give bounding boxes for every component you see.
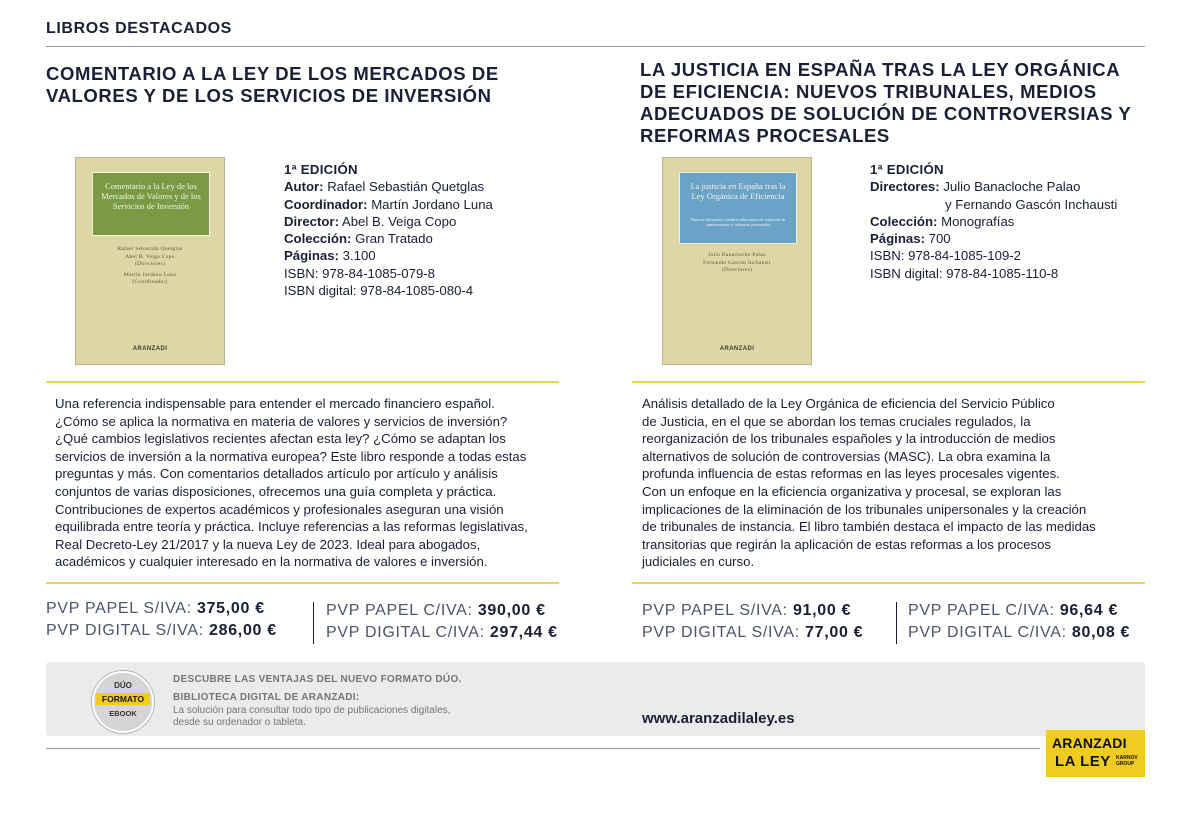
book-2-cover-panel: La justicia en España tras la Ley Orgáni… <box>679 172 797 244</box>
book-2-price-papel-sin: PVP PAPEL S/IVA: 91,00 € <box>642 602 852 619</box>
top-divider <box>46 46 1145 47</box>
book-1-meta: 1ª EDICIÓN Autor: Rafael Sebastián Quetg… <box>284 161 574 299</box>
aranzadi-laley-logo: ARANZADI LA LEY KARNOV GROUP <box>1046 730 1145 777</box>
book-2-cover-subtitle: Nuevos tribunales, medios adecuados de s… <box>690 217 786 227</box>
book-1-isbn-digital: ISBN digital: 978-84-1085-080-4 <box>284 283 474 299</box>
book-1-collection: Colección: Gran Tratado <box>284 231 433 247</box>
book-2-cover-authors: Julio Banacloche Palao Fernando Gascón I… <box>703 252 771 273</box>
book-1-title[interactable]: COMENTARIO A LA LEY DE LOS MERCADOS DE V… <box>46 63 499 106</box>
book-2-isbn: ISBN: 978-84-1085-109-2 <box>870 248 1022 264</box>
duo-badge-icon: DÚO FORMATO EBOOK <box>92 671 154 733</box>
book-1-isbn: ISBN: 978-84-1085-079-8 <box>284 265 436 281</box>
book-1-rule-bottom <box>46 582 559 584</box>
book-2-title[interactable]: LA JUSTICIA EN ESPAÑA TRAS LA LEY ORGÁNI… <box>640 59 1132 146</box>
book-1-cover[interactable]: Comentario a la Ley de los Mercados de V… <box>75 157 225 365</box>
book-1-cover-authors: Rafael Sebastián Quetglas Abel B. Veiga … <box>117 246 183 285</box>
book-2-price-digital-sin: PVP DIGITAL S/IVA: 77,00 € <box>642 624 864 641</box>
book-1-coordinator: Coordinador: Martín Jordano Luna <box>284 196 493 212</box>
book-2-cover-brand: ARANZADI <box>719 346 755 352</box>
duo-subheading: BIBLIOTECA DIGITAL DE ARANZADI: <box>173 692 360 703</box>
book-1-rule-top <box>46 381 559 383</box>
book-1-director: Director: Abel B. Veiga Copo <box>284 213 457 229</box>
book-2-prices-sin-iva: PVP PAPEL S/IVA: 91,00 € PVP DIGITAL S/I… <box>642 600 897 644</box>
book-1-pages: Páginas: 3.100 <box>284 248 376 264</box>
book-2-directors: Directores: Julio Banacloche Palao <box>870 179 1081 195</box>
duo-text: La solución para consultar todo tipo de … <box>173 705 451 728</box>
book-1-price-digital-con: PVP DIGITAL C/IVA: 297,44 € <box>326 624 558 641</box>
book-1-prices-sin-iva: PVP PAPEL S/IVA: 375,00 € PVP DIGITAL S/… <box>46 598 311 642</box>
duo-banner <box>46 662 1145 736</box>
book-2-pages: Páginas: 700 <box>870 231 951 247</box>
book-1-edition: 1ª EDICIÓN <box>284 162 358 177</box>
book-2-rule-bottom <box>632 582 1145 584</box>
book-2-price-separator <box>896 602 897 644</box>
book-1-author: Autor: Rafael Sebastián Quetglas <box>284 179 485 195</box>
book-2-price-papel-con: PVP PAPEL C/IVA: 96,64 € <box>908 602 1119 619</box>
book-2-directors-cont: y Fernando Gascón Inchausti <box>945 196 1118 212</box>
book-2-edition: 1ª EDICIÓN <box>870 162 944 177</box>
book-2-isbn-digital: ISBN digital: 978-84-1085-110-8 <box>870 265 1059 281</box>
book-1-price-papel-con: PVP PAPEL C/IVA: 390,00 € <box>326 602 546 619</box>
book-1-price-digital-sin: PVP DIGITAL S/IVA: 286,00 € <box>46 622 277 639</box>
book-2-description: Análisis detallado de la Ley Orgánica de… <box>642 396 1096 570</box>
section-title: LIBROS DESTACADOS <box>46 20 232 37</box>
book-1-cover-title: Comentario a la Ley de los Mercados de V… <box>101 181 201 211</box>
book-1-price-papel-sin: PVP PAPEL S/IVA: 375,00 € <box>46 600 265 617</box>
book-2-meta: 1ª EDICIÓN Directores: Julio Banacloche … <box>870 161 1145 282</box>
book-2-rule-top <box>632 381 1145 383</box>
book-1-cover-panel: Comentario a la Ley de los Mercados de V… <box>92 172 210 236</box>
book-2-cover-title: La justicia en España tras la Ley Orgáni… <box>690 181 786 201</box>
bottom-divider <box>46 748 1040 749</box>
book-2-price-digital-con: PVP DIGITAL C/IVA: 80,08 € <box>908 624 1131 641</box>
book-2-collection: Colección: Monografías <box>870 213 1015 229</box>
book-1-cover-brand: ARANZADI <box>132 346 168 352</box>
book-2-cover[interactable]: La justicia en España tras la Ley Orgáni… <box>662 157 812 365</box>
book-1-price-separator <box>313 602 314 644</box>
book-2-prices-con-iva: PVP PAPEL C/IVA: 96,64 € PVP DIGITAL C/I… <box>908 600 1143 644</box>
duo-heading: DESCUBRE LAS VENTAJAS DEL NUEVO FORMATO … <box>173 674 462 685</box>
book-1-prices-con-iva: PVP PAPEL C/IVA: 390,00 € PVP DIGITAL C/… <box>326 600 566 644</box>
website-link[interactable]: www.aranzadilaley.es <box>642 710 795 727</box>
book-1-description: Una referencia indispensable para entend… <box>55 396 528 570</box>
